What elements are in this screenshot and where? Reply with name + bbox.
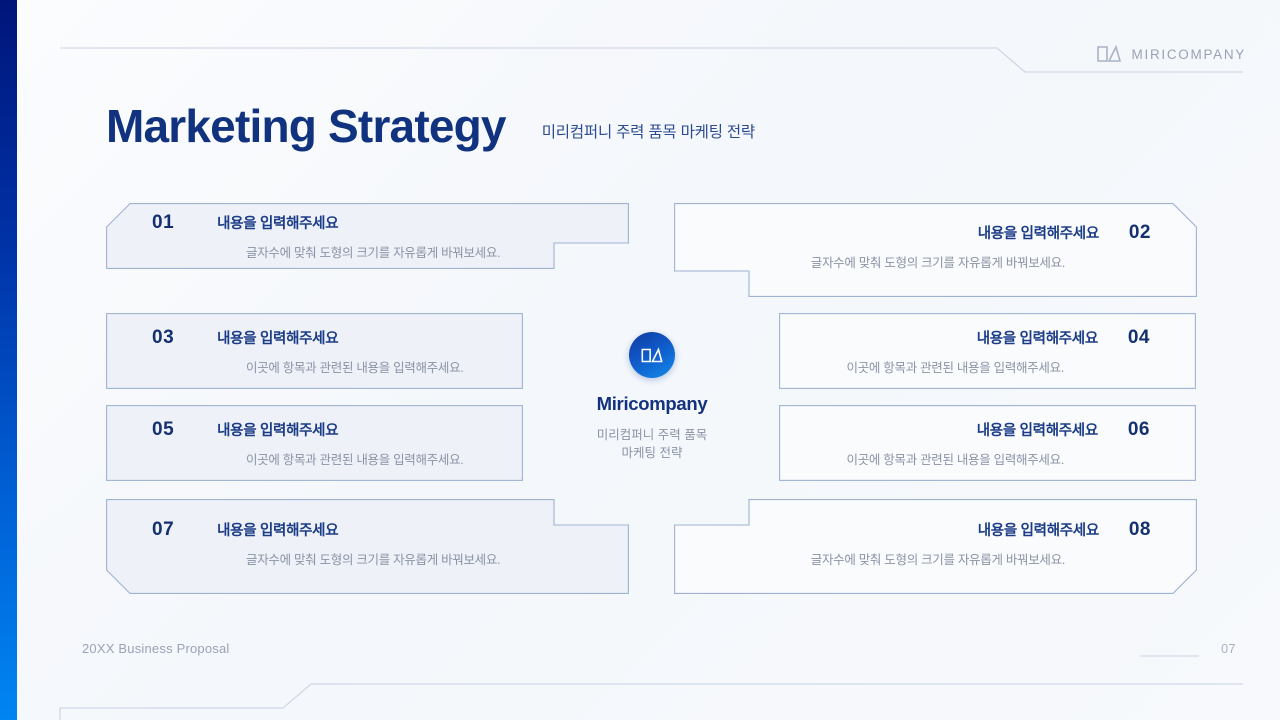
card-01-description: 글자수에 맞춰 도형의 크기를 자유롭게 바꿔보세요. — [246, 245, 501, 260]
title-row: Marketing Strategy 미리컴퍼니 주력 품목 마케팅 전략 — [106, 103, 755, 149]
card-01-row: 01 내용을 입력해주세요 — [152, 211, 339, 233]
card-06-row: 내용을 입력해주세요 06 — [977, 420, 1150, 439]
card-02-content: 내용을 입력해주세요 02 글자수에 맞춰 도형의 크기를 자유롭게 바꿔보세요… — [674, 203, 1197, 297]
card-07-shape — [106, 499, 629, 594]
left-accent-bar — [0, 0, 17, 720]
card-07-heading: 내용을 입력해주세요 — [217, 523, 339, 539]
card-06-number: 06 — [1127, 418, 1150, 440]
card-07[interactable]: 07 내용을 입력해주세요 글자수에 맞춰 도형의 크기를 자유롭게 바꿔보세요… — [106, 499, 629, 594]
card-01-content: 01 내용을 입력해주세요 글자수에 맞춰 도형의 크기를 자유롭게 바꿔보세요… — [106, 203, 629, 269]
card-05-content: 05 내용을 입력해주세요 이곳에 항목과 관련된 내용을 입력해주세요. — [106, 405, 523, 481]
card-05-shape — [106, 405, 523, 481]
card-04-row: 내용을 입력해주세요 04 — [977, 328, 1150, 347]
card-05-row: 05 내용을 입력해주세요 — [152, 418, 339, 440]
brand-name: MIRICOMPANY — [1131, 46, 1246, 62]
card-02-shape — [674, 203, 1197, 297]
card-01-shape — [106, 203, 629, 269]
card-07-row: 07 내용을 입력해주세요 — [152, 519, 339, 540]
card-08[interactable]: 내용을 입력해주세요 08 글자수에 맞춰 도형의 크기를 자유롭게 바꿔보세요… — [674, 499, 1197, 594]
card-05-heading: 내용을 입력해주세요 — [217, 422, 339, 439]
center-node: Miricompany 미리컴퍼니 주력 품목 마케팅 전략 — [533, 332, 771, 482]
card-02-heading: 내용을 입력해주세요 — [977, 226, 1099, 242]
center-company-name: Miricompany — [596, 393, 708, 414]
card-04-description: 이곳에 항목과 관련된 내용을 입력해주세요. — [846, 360, 1065, 375]
card-03-row: 03 내용을 입력해주세요 — [152, 326, 339, 348]
card-03-content: 03 내용을 입력해주세요 이곳에 항목과 관련된 내용을 입력해주세요. — [106, 313, 523, 389]
card-08-description: 글자수에 맞춰 도형의 크기를 자유롭게 바꿔보세요. — [810, 553, 1066, 567]
card-05-number: 05 — [152, 418, 175, 440]
card-05[interactable]: 05 내용을 입력해주세요 이곳에 항목과 관련된 내용을 입력해주세요. — [106, 405, 523, 481]
card-07-content: 07 내용을 입력해주세요 글자수에 맞춰 도형의 크기를 자유롭게 바꿔보세요… — [106, 499, 629, 594]
card-08-row: 내용을 입력해주세요 08 — [978, 520, 1151, 539]
footer-text: 20XX Business Proposal — [82, 641, 230, 656]
card-07-description: 글자수에 맞춰 도형의 크기를 자유롭게 바꿔보세요. — [246, 553, 501, 567]
page-title: Marketing Strategy — [106, 100, 507, 152]
card-06-heading: 내용을 입력해주세요 — [976, 422, 1098, 439]
card-04-heading: 내용을 입력해주세요 — [976, 330, 1098, 347]
center-subtitle-line1: 미리컴퍼니 주력 품목 — [596, 428, 708, 442]
card-06[interactable]: 내용을 입력해주세요 06 이곳에 항목과 관련된 내용을 입력해주세요. — [779, 405, 1196, 481]
center-logo-badge — [629, 332, 675, 378]
card-03-number: 03 — [152, 326, 175, 348]
card-08-shape — [674, 499, 1197, 594]
center-subtitle: 미리컴퍼니 주력 품목 마케팅 전략 — [597, 426, 707, 462]
card-06-shape — [779, 405, 1196, 481]
card-05-description: 이곳에 항목과 관련된 내용을 입력해주세요. — [246, 452, 464, 467]
card-08-content: 내용을 입력해주세요 08 글자수에 맞춰 도형의 크기를 자유롭게 바꿔보세요… — [674, 499, 1197, 594]
page-number: 07 — [1221, 642, 1236, 656]
miricompany-book-logo-icon — [1096, 44, 1121, 62]
header-decorative-rule — [60, 47, 1243, 73]
card-04-content: 내용을 입력해주세요 04 이곳에 항목과 관련된 내용을 입력해주세요. — [779, 313, 1196, 389]
miricompany-book-logo-icon — [641, 346, 663, 362]
card-01-number: 01 — [152, 211, 175, 233]
card-02-number: 02 — [1128, 222, 1151, 243]
card-02-description: 글자수에 맞춰 도형의 크기를 자유롭게 바꿔보세요. — [810, 256, 1066, 270]
card-04-number: 04 — [1127, 326, 1150, 348]
center-subtitle-line2: 마케팅 전략 — [621, 446, 683, 461]
card-02-row: 내용을 입력해주세요 02 — [978, 223, 1151, 242]
card-08-number: 08 — [1128, 519, 1151, 540]
card-03[interactable]: 03 내용을 입력해주세요 이곳에 항목과 관련된 내용을 입력해주세요. — [106, 313, 523, 389]
card-01[interactable]: 01 내용을 입력해주세요 글자수에 맞춰 도형의 크기를 자유롭게 바꿔보세요… — [106, 203, 629, 269]
card-06-content: 내용을 입력해주세요 06 이곳에 항목과 관련된 내용을 입력해주세요. — [779, 405, 1196, 481]
page-subtitle: 미리컴퍼니 주력 품목 마케팅 전략 — [541, 124, 755, 141]
card-03-description: 이곳에 항목과 관련된 내용을 입력해주세요. — [246, 360, 464, 375]
card-04[interactable]: 내용을 입력해주세요 04 이곳에 항목과 관련된 내용을 입력해주세요. — [779, 313, 1196, 389]
card-04-shape — [779, 313, 1196, 389]
card-06-description: 이곳에 항목과 관련된 내용을 입력해주세요. — [846, 452, 1065, 467]
card-03-shape — [106, 313, 523, 389]
card-03-heading: 내용을 입력해주세요 — [217, 330, 339, 347]
card-02[interactable]: 내용을 입력해주세요 02 글자수에 맞춰 도형의 크기를 자유롭게 바꿔보세요… — [674, 203, 1197, 297]
card-08-heading: 내용을 입력해주세요 — [977, 523, 1099, 539]
brand: MIRICOMPANY — [1096, 44, 1246, 64]
card-07-number: 07 — [152, 519, 175, 540]
card-01-heading: 내용을 입력해주세요 — [217, 215, 339, 232]
